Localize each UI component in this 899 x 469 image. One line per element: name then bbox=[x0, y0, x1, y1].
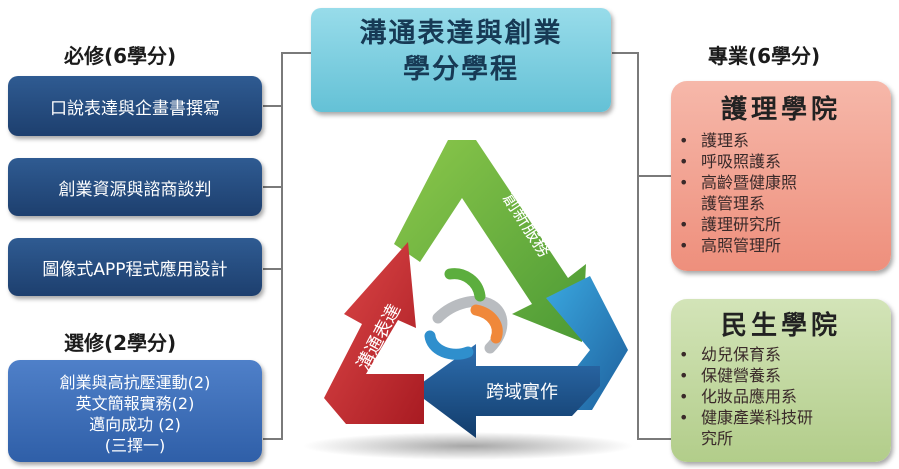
swirl-orange-arc bbox=[470, 304, 503, 344]
livelihood-dept-1: 幼兒保育系 bbox=[679, 344, 891, 365]
required-heading: 必修(6學分) bbox=[64, 44, 177, 68]
cycle-diagram: 創新服務 溝通表達 跨域實作 bbox=[303, 140, 633, 460]
green-arrow bbox=[394, 140, 586, 342]
livelihood-dept-4: 健康產業科技研 bbox=[679, 407, 891, 428]
connector-course2 bbox=[263, 186, 282, 188]
program-title-line-2: 學分學程 bbox=[403, 54, 519, 85]
livelihood-dept-2: 保健營養系 bbox=[679, 365, 891, 386]
right-bracket-line bbox=[637, 52, 639, 440]
required-course-1: 口說表達與企畫書撰寫 bbox=[8, 76, 262, 136]
required-course-1-label: 口說表達與企畫書撰寫 bbox=[50, 98, 220, 119]
livelihood-college-name: 民生學院 bbox=[720, 311, 841, 341]
livelihood-dept-3: 化妝品應用系 bbox=[679, 386, 891, 407]
elective-line-3: 邁向成功 (2) bbox=[89, 415, 181, 434]
navy-arrow bbox=[412, 344, 600, 438]
elective-line-4: (三擇一) bbox=[104, 436, 166, 455]
nursing-college-box: 護理學院 護理系 呼吸照護系 高齡暨健康照 護管理系 護理研究所 高照管理所 bbox=[671, 81, 891, 271]
connector-title-left bbox=[281, 52, 311, 54]
elective-line-1: 創業與高抗壓運動(2) bbox=[59, 373, 211, 392]
center-swirl bbox=[424, 268, 508, 360]
nursing-college-name: 護理學院 bbox=[720, 95, 841, 125]
elective-line-2: 英文簡報實務(2) bbox=[75, 394, 195, 413]
connector-course3 bbox=[263, 268, 282, 270]
swirl-green-arc bbox=[444, 268, 486, 302]
nursing-dept-2: 呼吸照護系 bbox=[679, 151, 891, 172]
elective-box: 創業與高抗壓運動(2) 英文簡報實務(2) 邁向成功 (2) (三擇一) bbox=[8, 360, 262, 462]
elective-heading: 選修(2學分) bbox=[64, 331, 177, 355]
livelihood-dept-5: 究所 bbox=[701, 429, 734, 448]
left-bracket-line bbox=[281, 52, 283, 440]
nursing-dept-1: 護理系 bbox=[679, 130, 891, 151]
required-course-2: 創業資源與諮商談判 bbox=[8, 158, 262, 216]
nursing-dept-4: 護管理系 bbox=[701, 194, 766, 213]
program-title-box: 溝通表達與創業 學分學程 bbox=[311, 8, 611, 112]
required-course-3-label: 圖像式APP程式應用設計 bbox=[42, 259, 228, 280]
connector-course1 bbox=[263, 105, 282, 107]
required-course-2-label: 創業資源與諮商談判 bbox=[58, 179, 212, 200]
connector-elective bbox=[263, 438, 282, 440]
connector-title-right bbox=[612, 52, 638, 54]
cycle-shadow bbox=[303, 432, 633, 460]
nursing-dept-5: 護理研究所 bbox=[679, 214, 891, 235]
livelihood-college-box: 民生學院 幼兒保育系 保健營養系 化妝品應用系 健康產業科技研 究所 bbox=[671, 299, 891, 462]
connector-nursing bbox=[637, 175, 671, 177]
nursing-dept-6: 高照管理所 bbox=[679, 235, 891, 256]
nursing-dept-3: 高齡暨健康照 bbox=[679, 172, 891, 193]
connector-livelihood bbox=[637, 438, 671, 440]
specialty-heading: 專業(6學分) bbox=[708, 44, 821, 68]
program-title-line-1: 溝通表達與創業 bbox=[359, 18, 563, 49]
blue-arrow bbox=[546, 276, 628, 410]
red-arrow bbox=[324, 242, 424, 424]
swirl-blue-arc bbox=[424, 330, 474, 360]
label-cross-domain: 跨域實作 bbox=[486, 382, 558, 403]
required-course-3: 圖像式APP程式應用設計 bbox=[8, 238, 262, 296]
